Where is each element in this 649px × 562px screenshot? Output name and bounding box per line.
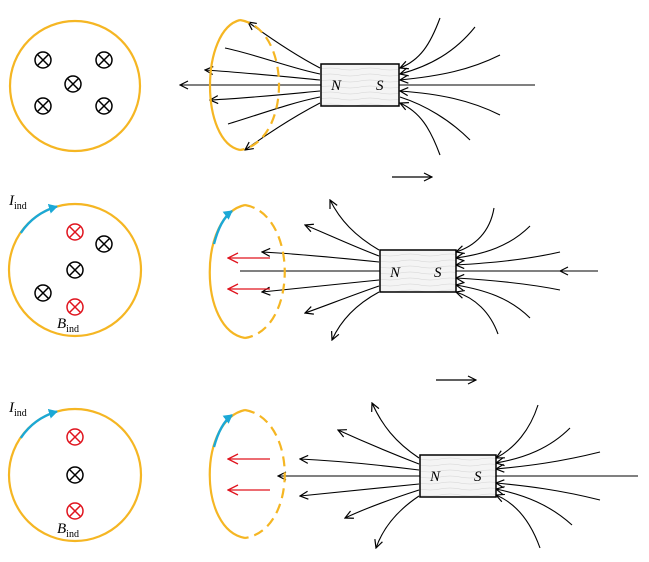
field-into-page-symbol xyxy=(34,51,52,69)
field-into-page-symbol xyxy=(95,97,113,115)
field-subscript: ind xyxy=(66,529,79,540)
field-subscript: ind xyxy=(66,324,79,335)
north-pole-label: N xyxy=(330,78,342,94)
field-label: B xyxy=(57,521,66,537)
field-into-page-symbol xyxy=(34,284,52,302)
loop-front-edge xyxy=(208,18,241,152)
field-into-page-symbol xyxy=(66,466,84,484)
south-pole-label: S xyxy=(376,78,384,94)
field-into-page-symbol xyxy=(64,75,82,93)
induced-current-arrow xyxy=(212,414,233,448)
loop-back-edge xyxy=(244,203,286,340)
induced-field-symbol xyxy=(66,428,84,446)
side-view-panel-1: N S xyxy=(180,17,535,156)
north-pole-label: N xyxy=(429,469,441,485)
svg-text:Bind: Bind xyxy=(57,521,79,540)
loop-face-3 xyxy=(7,407,143,543)
side-view-panel-2: N S xyxy=(208,200,598,340)
current-subscript: ind xyxy=(14,408,27,419)
loop-front-edge xyxy=(208,408,246,540)
field-label: B xyxy=(57,316,66,332)
current-label: I xyxy=(8,400,15,416)
svg-text:Iind: Iind xyxy=(8,193,27,212)
svg-text:Iind: Iind xyxy=(8,400,27,419)
induced-current-arrow xyxy=(212,210,233,245)
field-into-page-symbol xyxy=(95,51,113,69)
current-label: I xyxy=(8,193,15,209)
south-pole-label: S xyxy=(474,469,482,485)
field-into-page-symbol xyxy=(34,97,52,115)
bar-magnet xyxy=(320,63,400,107)
loop-front-edge xyxy=(208,203,246,340)
bar-magnet xyxy=(419,454,497,498)
current-subscript: ind xyxy=(14,201,27,212)
field-into-page-symbol xyxy=(66,261,84,279)
induced-field-symbol xyxy=(66,298,84,316)
loop-face-2 xyxy=(7,202,143,338)
induced-field-symbol xyxy=(66,502,84,520)
field-into-page-symbol xyxy=(95,235,113,253)
induced-current-arrow xyxy=(19,408,58,439)
face-view-panel-2: Iind Bind xyxy=(7,193,143,338)
induced-current-arrow xyxy=(19,203,58,234)
induced-field-symbol xyxy=(66,223,84,241)
face-view-panel-3: Iind Bind xyxy=(7,400,143,543)
loop-back-edge xyxy=(244,408,286,540)
bar-magnet xyxy=(379,249,457,293)
face-view-panel-1 xyxy=(8,19,142,153)
loop-face-1 xyxy=(8,19,142,153)
loop-back-edge xyxy=(239,18,280,152)
south-pole-label: S xyxy=(434,265,442,281)
side-view-panel-3: N S xyxy=(208,403,638,548)
north-pole-label: N xyxy=(389,265,401,281)
svg-text:Bind: Bind xyxy=(57,316,79,335)
